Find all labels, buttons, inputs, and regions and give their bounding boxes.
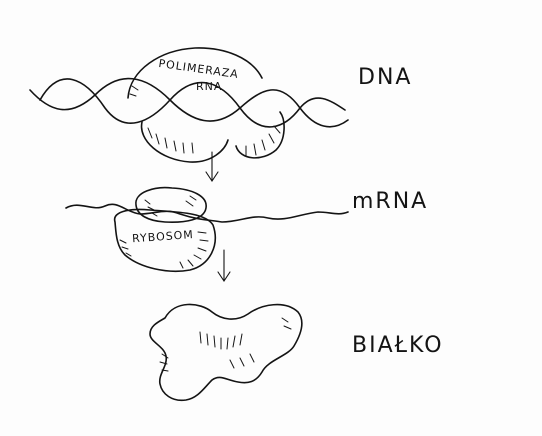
ribosome-large-subunit [113, 208, 217, 273]
polymerase-label-line1: POLIMERAZA [158, 57, 240, 81]
polymerase-top [127, 47, 263, 99]
arrow-dna-to-mrna [205, 151, 219, 182]
protein-section: BIAŁKO [149, 303, 444, 402]
polymerase-bottom-right [235, 111, 285, 159]
protein-blob [149, 303, 303, 402]
dna-strand-2 [29, 77, 349, 128]
arrow-mrna-to-protein [217, 249, 231, 282]
polymerase-label-line2: RNA [196, 80, 222, 93]
ribosome-large-hatching [119, 231, 209, 269]
ribosome-small-subunit [135, 186, 207, 223]
dna-section: POLIMERAZA RNA DNA [29, 47, 412, 163]
mrna-label: mRNA [352, 189, 428, 214]
mrna-strand [65, 203, 349, 223]
protein-hatching [159, 317, 292, 372]
polymerase-bottom-left [140, 121, 229, 163]
dna-label: DNA [358, 65, 412, 90]
mrna-section: RYBOSOM mRNA [65, 186, 428, 273]
ribosome-label: RYBOSOM [132, 228, 195, 245]
protein-label: BIAŁKO [352, 333, 444, 358]
